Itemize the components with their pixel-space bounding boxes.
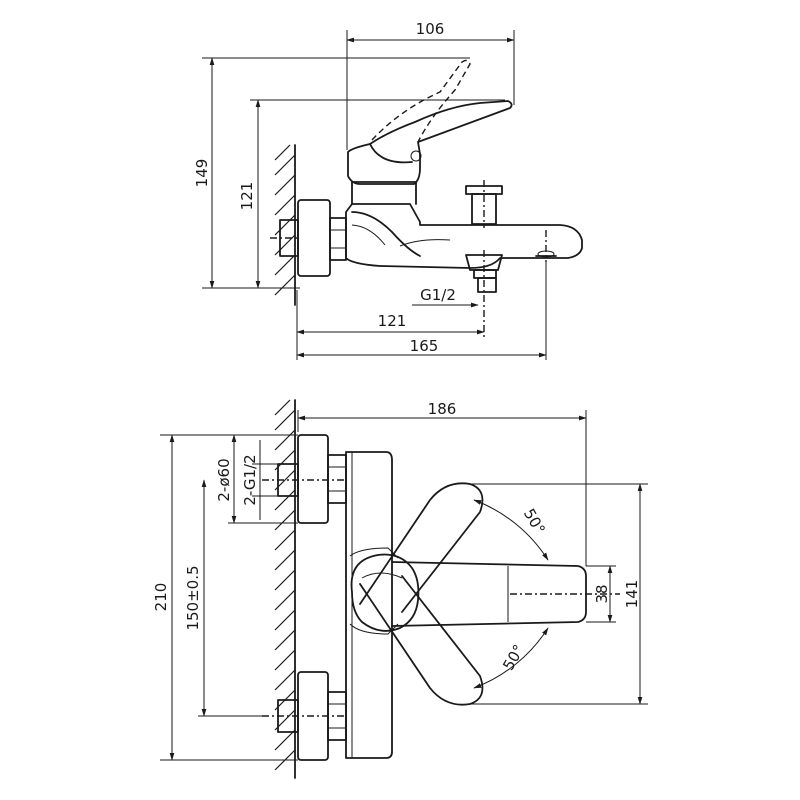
dim-center-distance-label: 150±0.5 [184,565,202,630]
side-view: 106 149 121 G1/2 121 165 [193,20,583,360]
dim-total-reach-label: 165 [410,337,439,355]
dim-connection-diameter-label: 2-ø60 [215,458,233,501]
lever-handle-rotated-upper [359,482,484,613]
dim-total-height: 149 [193,57,470,289]
lever-handle-raised-side [371,59,471,143]
dim-top-width: 106 [346,20,515,150]
angle-arc-upper: 50° [473,499,549,561]
dim-total-width: 186 [297,400,587,566]
dim-spout-width: 38 [586,565,616,623]
dim-center-distance: 150±0.5 [184,479,262,717]
wall-connection-top-lower [262,671,347,761]
wall-hatch-side [274,144,296,306]
dim-connection-thread-label: 2-G1/2 [241,454,259,505]
diverter-knob-side [465,180,503,228]
lever-handle-rotated-lower [359,575,484,706]
dim-spout-width-label: 38 [593,584,611,603]
dim-spout-height-label: 121 [238,182,256,211]
spout-top [391,561,620,627]
wall-connection-side [270,199,347,277]
dim-spout-height: 121 [238,99,505,289]
dim-total-length-label: 210 [152,583,170,612]
dim-outlet-reach-label: 121 [378,312,407,330]
top-view: 50° 50° 186 2-ø60 2-G1/2 [152,399,648,779]
dim-handle-span-label: 141 [623,580,641,609]
dim-thread-side-label: G1/2 [420,286,456,304]
dim-total-width-label: 186 [428,400,457,418]
dim-top-width-label: 106 [416,20,445,38]
angle-upper-label: 50° [520,505,549,537]
mixer-body-side [345,181,583,269]
hose-outlet-side [465,250,503,340]
angle-lower-label: 50° [499,641,528,673]
dim-connection-thread: 2-G1/2 [241,440,278,520]
dim-total-length: 210 [152,434,298,761]
lever-handle-side [347,100,513,185]
dim-outlet-reach: 121 [296,290,485,360]
dim-handle-span: 141 [470,483,648,705]
dim-thread-side: G1/2 [412,286,479,308]
dim-total-reach: 165 [296,262,547,360]
wall-connection-top-upper [262,434,347,524]
mixer-body-top [345,451,399,759]
dim-total-height-label: 149 [193,159,211,188]
angle-arc-lower: 50° [473,627,549,689]
